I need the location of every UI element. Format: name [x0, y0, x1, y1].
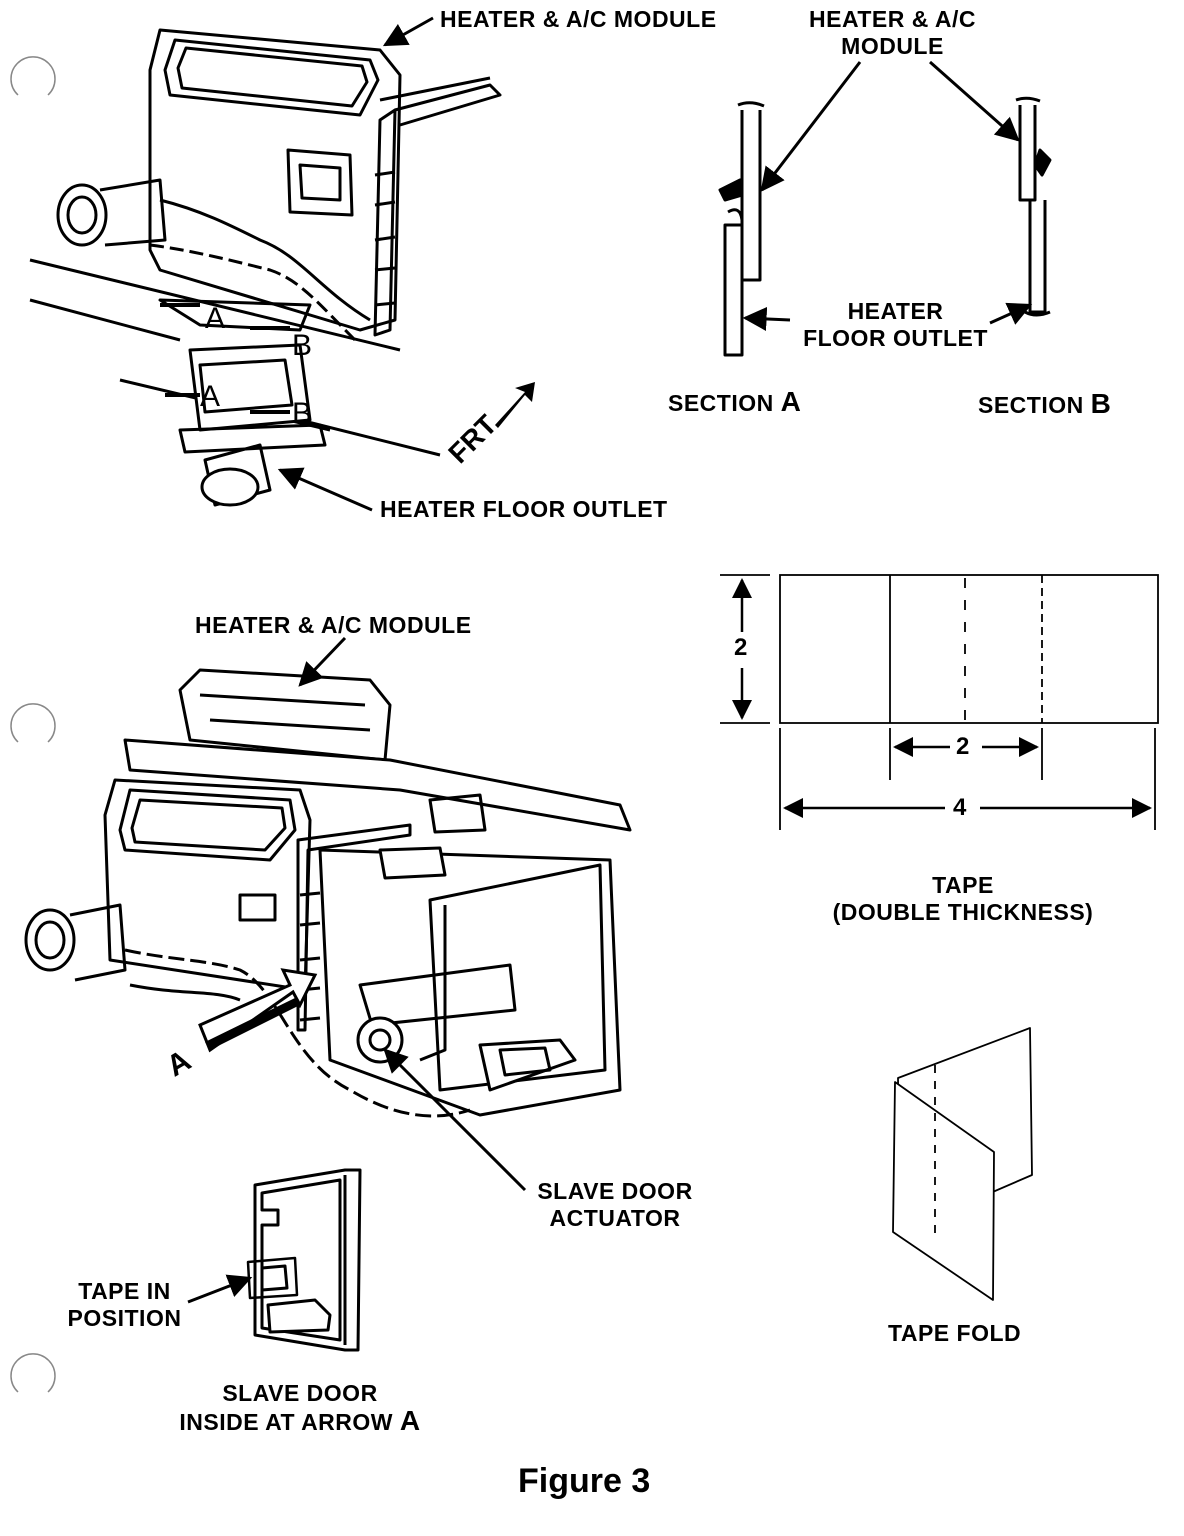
- top-module-drawing: [29, 28, 502, 507]
- slave-door-actuator-label: SLAVE DOOR ACTUATOR: [525, 1178, 705, 1232]
- frt-label: FRT: [442, 409, 502, 469]
- section-outlet-label: HEATER FLOOR OUTLET: [798, 298, 993, 352]
- section-module-label-line2: MODULE: [841, 33, 944, 59]
- section-b-word: SECTION: [978, 392, 1084, 418]
- tape-in-position-leader: [187, 1274, 253, 1304]
- section-marker-a-upper: A: [205, 302, 226, 335]
- section-a-label: SECTION A: [668, 388, 801, 417]
- slave-door-drawing: [246, 1168, 362, 1352]
- tape-in-position-line1: TAPE IN: [78, 1278, 171, 1304]
- actuator-label-line2: ACTUATOR: [549, 1205, 681, 1231]
- binder-holes: [10, 56, 56, 1393]
- slave-door-caption-line2: INSIDE AT ARROW A: [165, 1407, 435, 1436]
- top-module-leaders: [277, 16, 434, 512]
- section-marker-a-lower: A: [200, 380, 221, 413]
- tape-total-dimension: 4: [950, 794, 970, 822]
- section-a-word: SECTION: [668, 390, 774, 416]
- bottom-module-leaders: [298, 636, 527, 1192]
- section-b-label: SECTION B: [978, 390, 1111, 419]
- section-outlet-label-line2: FLOOR OUTLET: [803, 325, 988, 351]
- tape-fold-drawing: [892, 1027, 1033, 1301]
- top-module-label: HEATER & A/C MODULE: [440, 6, 717, 32]
- section-marker-b-lower: B: [292, 397, 313, 430]
- tape-in-position-label: TAPE IN POSITION: [62, 1278, 187, 1332]
- top-outlet-label: HEATER FLOOR OUTLET: [380, 496, 668, 522]
- tape-in-position-line2: POSITION: [67, 1305, 182, 1331]
- section-b-letter: B: [1090, 388, 1112, 419]
- figure-caption: Figure 3: [518, 1462, 651, 1500]
- slave-door-caption-line2-text: INSIDE AT ARROW: [179, 1409, 393, 1435]
- tape-inner-dimension: 2: [953, 733, 973, 761]
- section-module-label-line1: HEATER & A/C: [809, 6, 976, 32]
- section-a-letter: A: [780, 386, 802, 417]
- tape-strip: [720, 574, 1159, 830]
- arrow-a: [198, 968, 318, 1053]
- tape-caption: TAPE (DOUBLE THICKNESS): [828, 872, 1098, 926]
- bottom-module-label: HEATER & A/C MODULE: [195, 612, 472, 638]
- frt-arrow: FRT: [442, 382, 535, 469]
- section-a-drawing: [718, 101, 765, 357]
- tape-caption-line1: TAPE: [932, 872, 994, 898]
- actuator-label-line1: SLAVE DOOR: [537, 1178, 693, 1204]
- tape-dimension-arrows: [732, 578, 1152, 818]
- slave-door-caption-line2-letter: A: [399, 1405, 421, 1436]
- bottom-module-drawing: [24, 668, 632, 1118]
- tape-fold-caption: TAPE FOLD: [888, 1320, 1022, 1346]
- slave-door-caption-line1: SLAVE DOOR: [222, 1380, 378, 1406]
- slave-door-caption: SLAVE DOOR INSIDE AT ARROW A: [165, 1380, 435, 1436]
- section-leaders: [742, 60, 1033, 331]
- tape-height-dimension: 2: [731, 634, 751, 662]
- section-module-label: HEATER & A/C MODULE: [800, 6, 985, 60]
- section-outlet-label-line1: HEATER: [847, 298, 944, 324]
- section-b-drawing: [1015, 96, 1052, 317]
- tape-caption-line2: (DOUBLE THICKNESS): [832, 899, 1094, 925]
- section-marker-b-upper: B: [292, 329, 313, 362]
